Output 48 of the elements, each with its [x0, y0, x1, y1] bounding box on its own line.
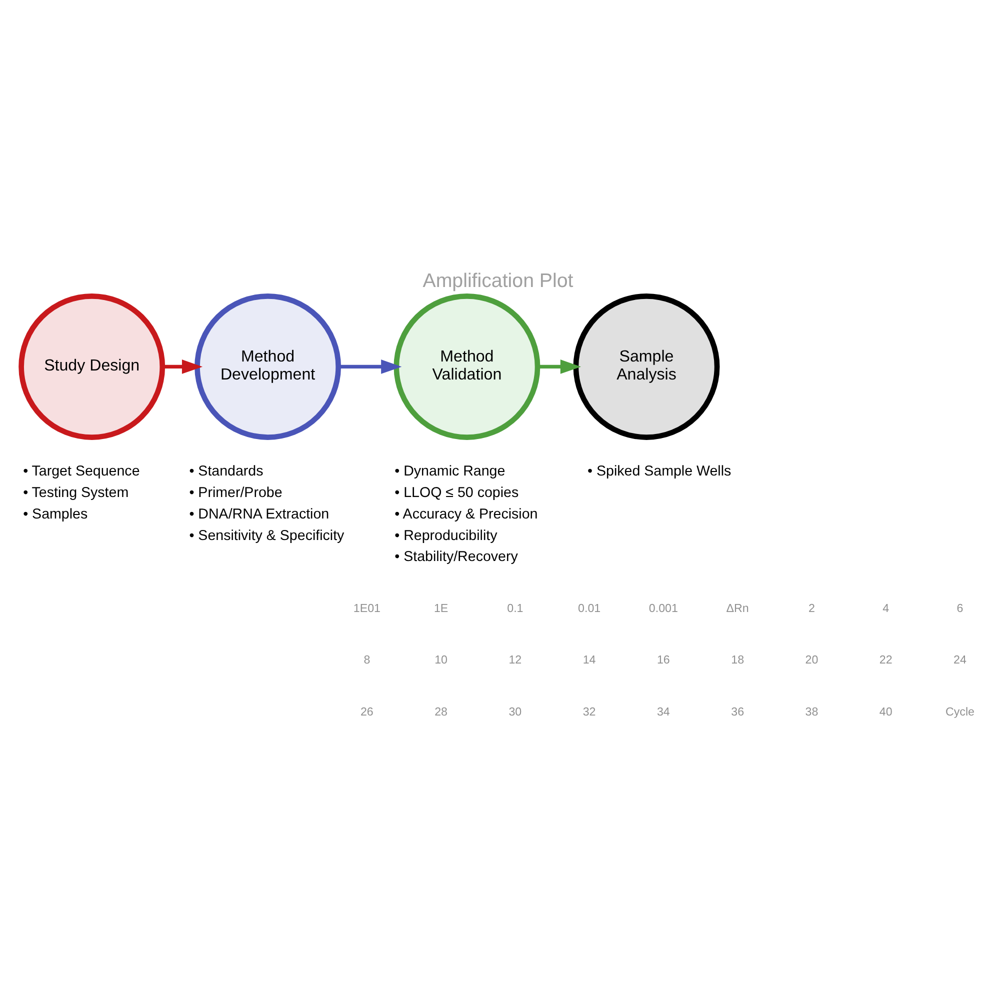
node-label: • Dynamic Range: [394, 463, 506, 480]
label: 24: [954, 654, 966, 667]
label: 20: [805, 654, 818, 667]
label: 34: [656, 705, 670, 718]
node-label: • Target Sequence: [23, 463, 140, 480]
label: 12: [508, 654, 522, 667]
label: 14: [582, 654, 596, 667]
label: 1E01: [353, 602, 380, 615]
label: 8: [364, 654, 370, 667]
label: 0.01: [578, 602, 601, 615]
node-label: • Reproducibility: [394, 528, 498, 544]
label: 0.001: [648, 602, 678, 615]
node-label: • Testing System: [23, 484, 129, 501]
node-circle: Method Validation: [394, 293, 540, 440]
label: Cycle: [945, 705, 974, 718]
label: 30: [508, 705, 522, 718]
node-label: • Spiked Sample Wells: [588, 463, 732, 480]
label: 2: [808, 602, 815, 615]
node-label: • Primer/Probe: [189, 484, 282, 501]
node-circle: Method Development: [194, 293, 342, 440]
node-label: • Accuracy & Precision: [394, 506, 538, 522]
node-circle: Sample Analysis: [573, 293, 720, 440]
node-circle: Study Design: [18, 293, 166, 440]
label: 6: [956, 602, 964, 615]
label: 28: [434, 705, 448, 718]
label: 26: [360, 705, 374, 718]
arrow: [338, 360, 402, 374]
label: 0.1: [507, 602, 524, 615]
diagram-title: Amplification Plot: [422, 270, 574, 292]
label: 22: [879, 654, 892, 667]
label: 36: [731, 705, 744, 718]
label: 10: [434, 654, 448, 667]
node-label: • Stability/Recovery: [394, 549, 518, 566]
node-label: • Samples: [23, 506, 88, 522]
node-label: • Sensitivity & Specificity: [189, 528, 344, 544]
label: 40: [879, 705, 892, 718]
node-label: • Standards: [189, 463, 264, 480]
label: ΔRn: [726, 602, 749, 615]
label: 16: [656, 654, 670, 667]
label: 18: [731, 654, 744, 667]
label: 38: [805, 705, 818, 718]
node-label: • DNA/RNA Extraction: [189, 506, 330, 522]
node-label: • LLOQ ≤ 50 copies: [394, 484, 519, 501]
arrow: [162, 360, 203, 374]
label: 32: [582, 705, 596, 718]
label: 1E: [434, 602, 448, 615]
arrow: [538, 360, 581, 374]
label: 4: [882, 602, 890, 615]
